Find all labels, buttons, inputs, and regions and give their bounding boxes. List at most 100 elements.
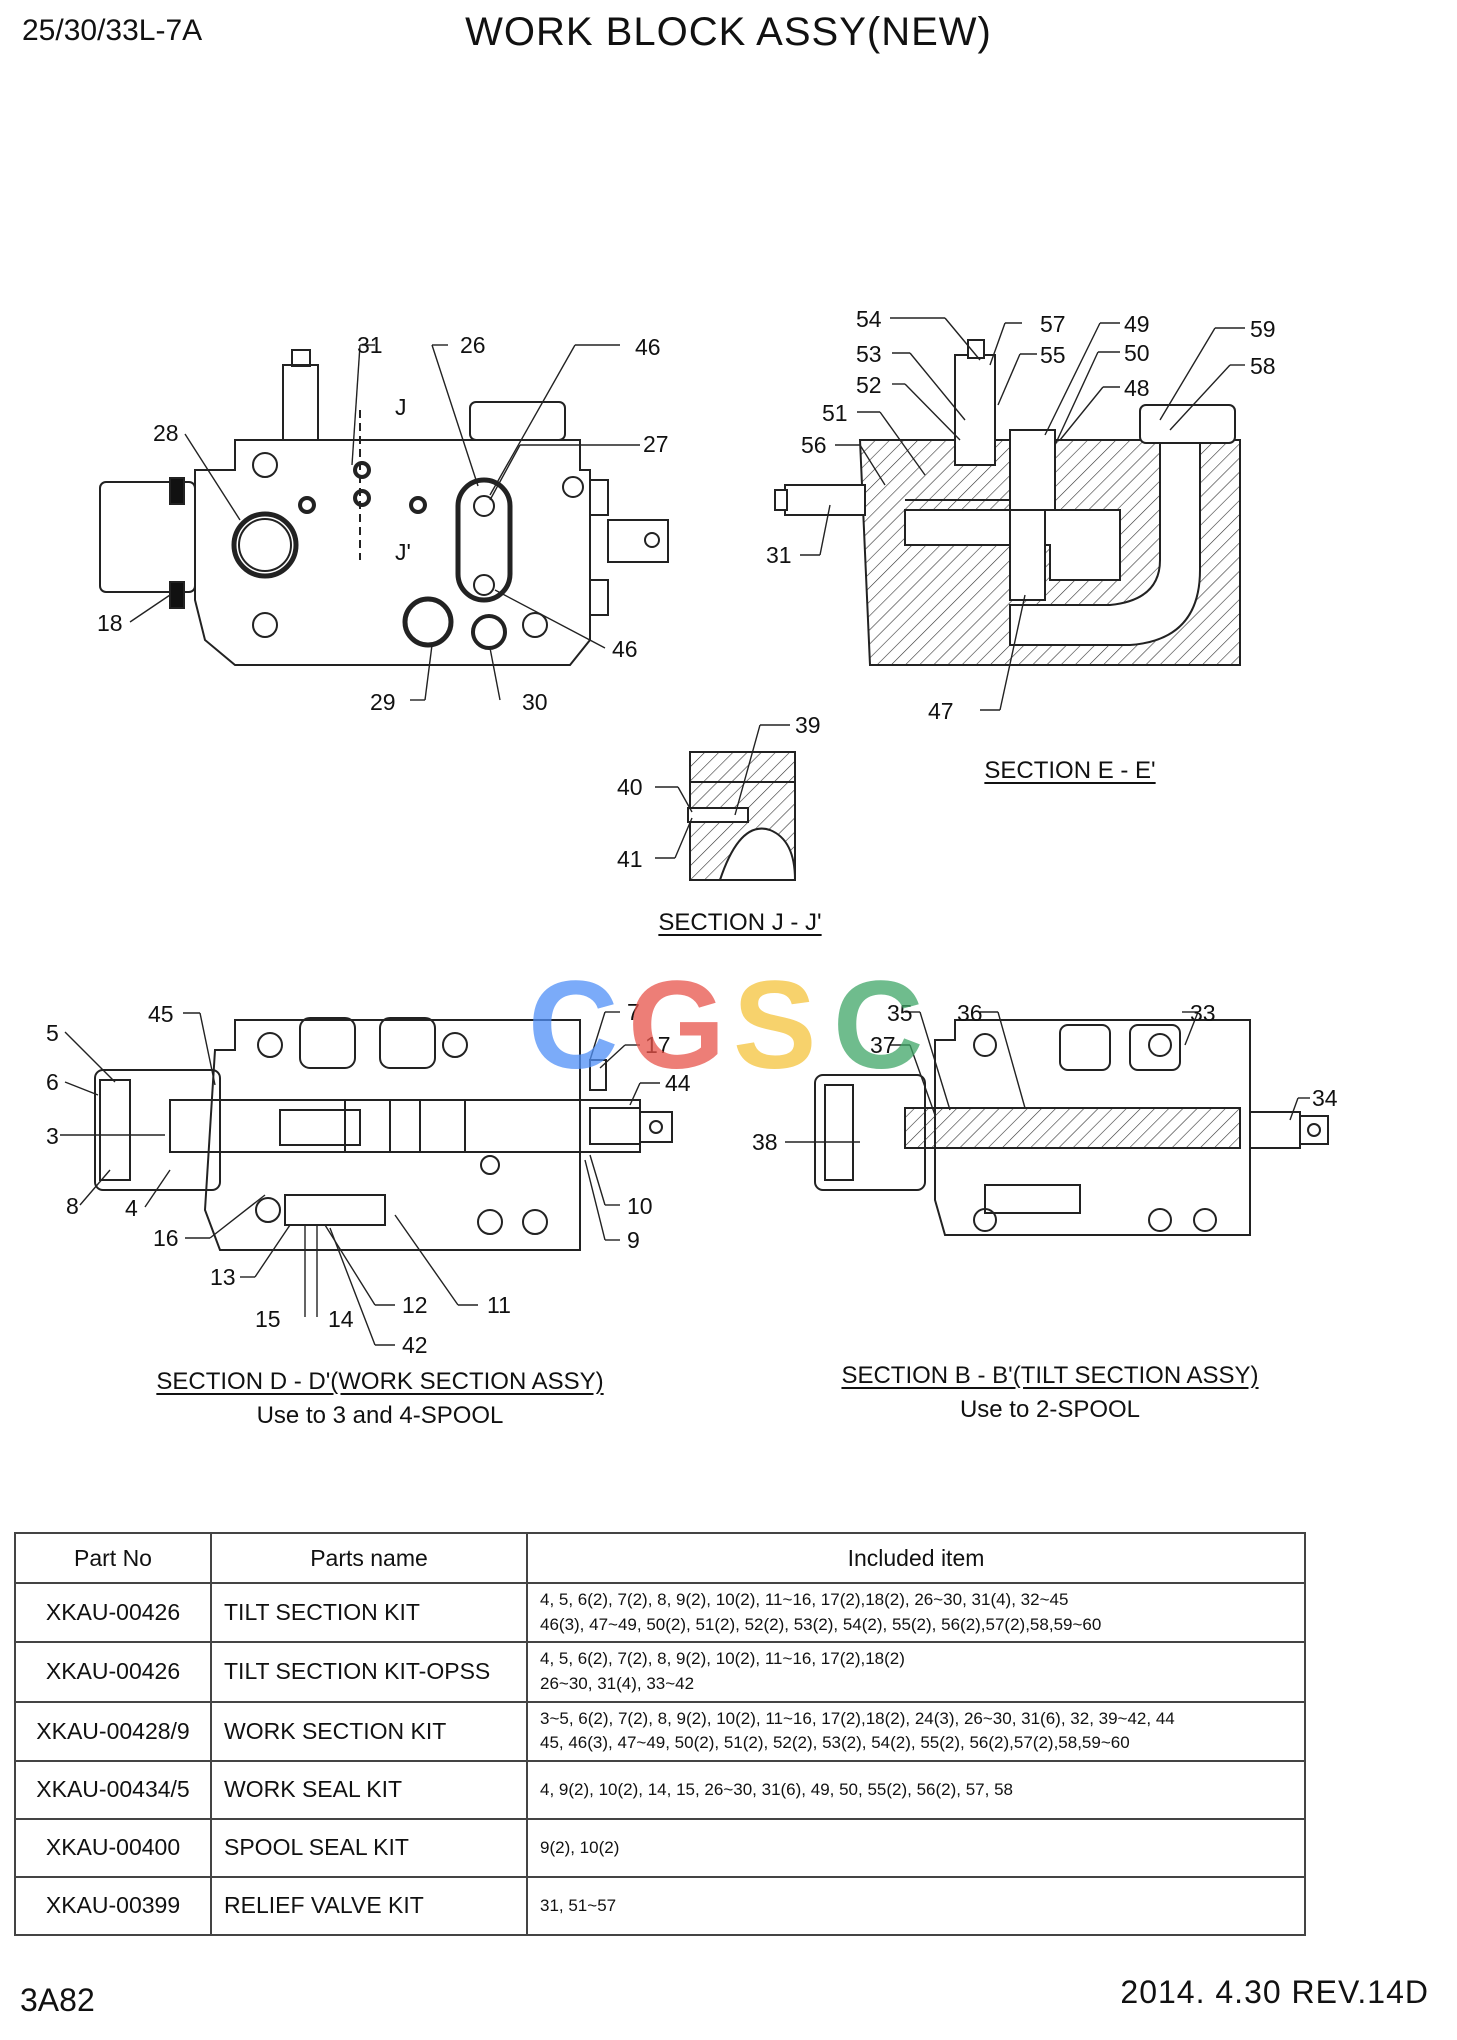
section-d-caption: SECTION D - D'(WORK SECTION ASSY) Use to… (110, 1368, 650, 1430)
svg-text:54: 54 (856, 306, 882, 332)
section-e-leaders (800, 317, 1245, 711)
section-e-view (774, 339, 1241, 666)
included-items: 9(2), 10(2) (526, 1817, 1306, 1878)
part-name: TILT SECTION KIT-OPSS (210, 1641, 528, 1703)
section-b-leaders (785, 1011, 1310, 1143)
page-code: 3A82 (20, 1982, 95, 2018)
section-d-leaders (60, 1011, 660, 1346)
section-e-caption: SECTION E - E' (984, 757, 1156, 784)
svg-text:18: 18 (97, 610, 123, 636)
included-line: 4, 5, 6(2), 7(2), 8, 9(2), 10(2), 11~16,… (540, 1590, 1069, 1609)
svg-text:30: 30 (522, 689, 548, 715)
watermark-letter-c2: C (833, 958, 923, 1088)
svg-text:48: 48 (1124, 375, 1150, 401)
part-no: XKAU-00428/9 (14, 1700, 212, 1762)
svg-text:28: 28 (153, 420, 179, 446)
svg-text:31: 31 (766, 542, 792, 568)
included-line: 45, 46(3), 47~49, 50(2), 51(2), 52(2), 5… (540, 1733, 1130, 1753)
svg-text:10: 10 (627, 1193, 653, 1219)
part-no: XKAU-00400 (14, 1817, 212, 1878)
section-b-caption: SECTION B - B'(TILT SECTION ASSY) Use to… (820, 1362, 1280, 1424)
included-items: 4, 5, 6(2), 7(2), 8, 9(2), 10(2), 11~16,… (526, 1581, 1306, 1644)
svg-text:55: 55 (1040, 342, 1066, 368)
parts-table-header: Part No Parts name Included item (14, 1532, 1306, 1584)
table-row: XKAU-00434/5 WORK SEAL KIT 4, 9(2), 10(2… (14, 1759, 1306, 1820)
col-parts-name: Parts name (210, 1532, 528, 1584)
section-d-view (94, 1017, 673, 1251)
svg-text:26: 26 (460, 332, 486, 358)
svg-text:57: 57 (1040, 311, 1066, 337)
svg-text:47: 47 (928, 698, 954, 724)
svg-text:27: 27 (643, 431, 669, 457)
watermark-letter-s: S (733, 958, 816, 1088)
included-items: 3~5, 6(2), 7(2), 8, 9(2), 10(2), 11~16, … (526, 1700, 1306, 1762)
svg-text:5: 5 (46, 1020, 59, 1046)
model-number: 25/30/33L-7A (22, 14, 203, 47)
parts-table: Part No Parts name Included item XKAU-00… (14, 1532, 1306, 1936)
part-no: XKAU-00426 (14, 1581, 212, 1644)
included-line: 4, 5, 6(2), 7(2), 8, 9(2), 10(2), 11~16,… (540, 1649, 905, 1669)
part-name: SPOOL SEAL KIT (210, 1817, 528, 1878)
included-items: 4, 5, 6(2), 7(2), 8, 9(2), 10(2), 11~16,… (526, 1641, 1306, 1703)
svg-text:40: 40 (617, 774, 643, 800)
part-no: XKAU-00426 (14, 1641, 212, 1703)
svg-text:3: 3 (46, 1123, 59, 1149)
svg-text:41: 41 (617, 846, 643, 872)
table-row: XKAU-00426 TILT SECTION KIT-OPSS 4, 5, 6… (14, 1641, 1306, 1703)
top-view-leaders (129, 344, 640, 701)
col-included-item: Included item (526, 1532, 1306, 1584)
svg-text:52: 52 (856, 372, 882, 398)
svg-text:49: 49 (1124, 311, 1150, 337)
svg-text:17: 17 (645, 1032, 671, 1058)
part-name: RELIEF VALVE KIT (210, 1875, 528, 1936)
svg-text:11: 11 (487, 1292, 511, 1318)
svg-text:6: 6 (46, 1069, 59, 1095)
section-b-note: Use to 2-SPOOL (959, 1396, 1141, 1423)
svg-text:8: 8 (66, 1193, 79, 1219)
part-no: XKAU-00434/5 (14, 1759, 212, 1820)
part-no: XKAU-00399 (14, 1875, 212, 1936)
svg-text:29: 29 (370, 689, 396, 715)
svg-text:33: 33 (1190, 1000, 1216, 1026)
svg-text:46: 46 (635, 334, 661, 360)
svg-text:45: 45 (148, 1001, 174, 1027)
revision-date: 2014. 4.30 REV.14D (1120, 1974, 1429, 2010)
part-name: WORK SECTION KIT (210, 1700, 528, 1762)
svg-text:4: 4 (125, 1195, 138, 1221)
cgsc-watermark-logo: C G S C (528, 958, 923, 1088)
included-line: 3~5, 6(2), 7(2), 8, 9(2), 10(2), 11~16, … (540, 1708, 1175, 1728)
svg-text:56: 56 (801, 432, 827, 458)
svg-text:42: 42 (402, 1332, 428, 1358)
svg-text:9: 9 (627, 1227, 640, 1253)
svg-text:37: 37 (870, 1032, 896, 1058)
section-b-view (814, 1019, 1329, 1236)
table-row: XKAU-00400 SPOOL SEAL KIT 9(2), 10(2) (14, 1817, 1306, 1878)
svg-text:12: 12 (402, 1292, 428, 1318)
svg-text:58: 58 (1250, 353, 1276, 379)
svg-text:J': J' (395, 539, 411, 565)
included-line: 26~30, 31(4), 33~42 (540, 1673, 695, 1693)
svg-text:13: 13 (210, 1264, 236, 1290)
section-j-leaders (655, 724, 790, 859)
svg-text:16: 16 (153, 1225, 179, 1251)
col-part-no: Part No (14, 1532, 212, 1584)
table-row: XKAU-00399 RELIEF VALVE KIT 31, 51~57 (14, 1875, 1306, 1936)
top-view (99, 349, 669, 666)
svg-text:7: 7 (627, 999, 640, 1025)
included-items: 4, 9(2), 10(2), 14, 15, 26~30, 31(6), 49… (526, 1759, 1306, 1820)
svg-text:44: 44 (665, 1070, 691, 1096)
table-row: XKAU-00428/9 WORK SECTION KIT 3~5, 6(2),… (14, 1700, 1306, 1762)
svg-text:34: 34 (1312, 1085, 1338, 1111)
svg-text:35: 35 (887, 1000, 913, 1026)
watermark-letter-g: G (628, 958, 725, 1088)
included-line: 4, 9(2), 10(2), 14, 15, 26~30, 31(6), 49… (540, 1779, 1013, 1799)
section-j-view (687, 751, 797, 881)
svg-text:J: J (395, 394, 407, 420)
included-line: 9(2), 10(2) (540, 1837, 620, 1857)
svg-text:36: 36 (957, 1000, 983, 1026)
